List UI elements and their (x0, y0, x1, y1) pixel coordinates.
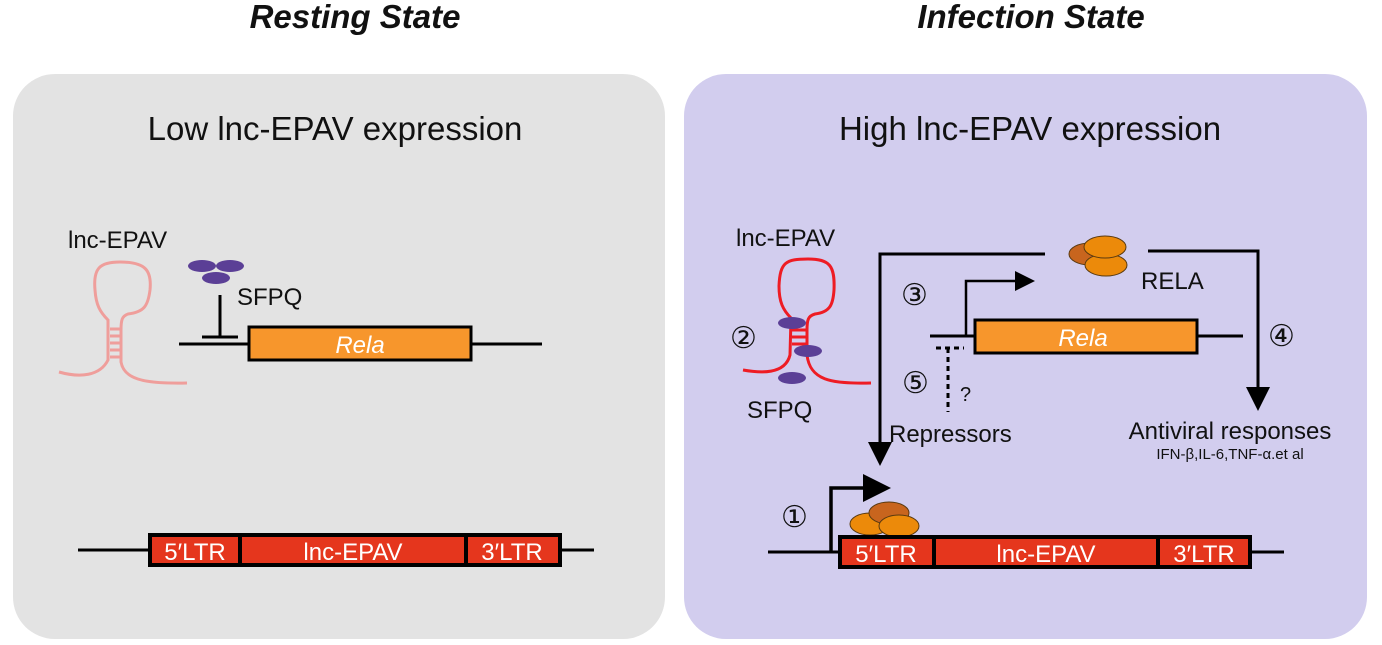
resting-lnc-body (242, 537, 464, 563)
resting-state-title: Resting State (249, 0, 461, 35)
step-5-marker: ⑤ (902, 367, 929, 400)
step-3-marker: ③ (901, 279, 928, 312)
rela-protein-label: RELA (1141, 268, 1204, 295)
infection-state-title: Infection State (917, 0, 1145, 35)
infection-rela-gene-label: Rela (1058, 325, 1107, 352)
rela-bound-promoter-icon (849, 501, 920, 538)
infection-5ltr (842, 539, 932, 565)
antiviral-responses-label: Antiviral responses (1129, 418, 1332, 445)
sfpq-protein-icon (188, 260, 244, 284)
infection-lnc-body-label: lnc-EPAV (996, 541, 1095, 568)
step-4-marker: ④ (1268, 320, 1295, 353)
infection-locus (838, 535, 1252, 569)
resting-rela-gene-label: Rela (335, 332, 384, 359)
rela-transcription-arrow (964, 271, 1035, 336)
rela-protein-icon (1068, 235, 1128, 277)
resting-lnc-label: lnc-EPAV (68, 227, 167, 254)
infection-lnc-label: lnc-EPAV (736, 225, 835, 252)
resting-locus (148, 533, 562, 567)
infection-3ltr-label: 3′LTR (1173, 541, 1234, 568)
lnc-transcription-arrow (829, 474, 891, 552)
infection-sfpq-label: SFPQ (747, 397, 812, 424)
rela-to-antiviral-arrow (1148, 249, 1270, 411)
lnc-epav-rna-active-icon (742, 257, 872, 385)
resting-rela-gene (247, 325, 473, 362)
resting-3ltr-label: 3′LTR (481, 539, 542, 566)
step-2-marker: ② (730, 322, 757, 355)
inhibition-icon (202, 295, 238, 339)
sfpq-bound-icon (778, 317, 822, 384)
infection-rela-gene (973, 318, 1199, 355)
infection-3ltr (1160, 539, 1248, 565)
repressors-label: Repressors (889, 421, 1012, 448)
resting-sfpq-label: SFPQ (237, 284, 302, 311)
resting-5ltr-label: 5′LTR (164, 539, 225, 566)
cytokines-label: IFN-β,IL-6,TNF-α.et al (1156, 446, 1303, 463)
infection-lnc-body (936, 539, 1156, 565)
repressor-unknown-mark: ? (960, 384, 971, 406)
resting-lnc-body-label: lnc-EPAV (303, 539, 402, 566)
step-1-marker: ① (781, 501, 808, 534)
infection-5ltr-label: 5′LTR (855, 541, 916, 568)
infection-heading: High lnc-EPAV expression (838, 110, 1222, 147)
resting-5ltr (152, 537, 238, 563)
repressor-inhibition-icon (936, 346, 964, 412)
lnc-epav-rna-icon (58, 260, 188, 385)
resting-heading: Low lnc-EPAV expression (147, 110, 523, 147)
resting-3ltr (468, 537, 558, 563)
rela-to-locus-arrow (868, 252, 1045, 466)
